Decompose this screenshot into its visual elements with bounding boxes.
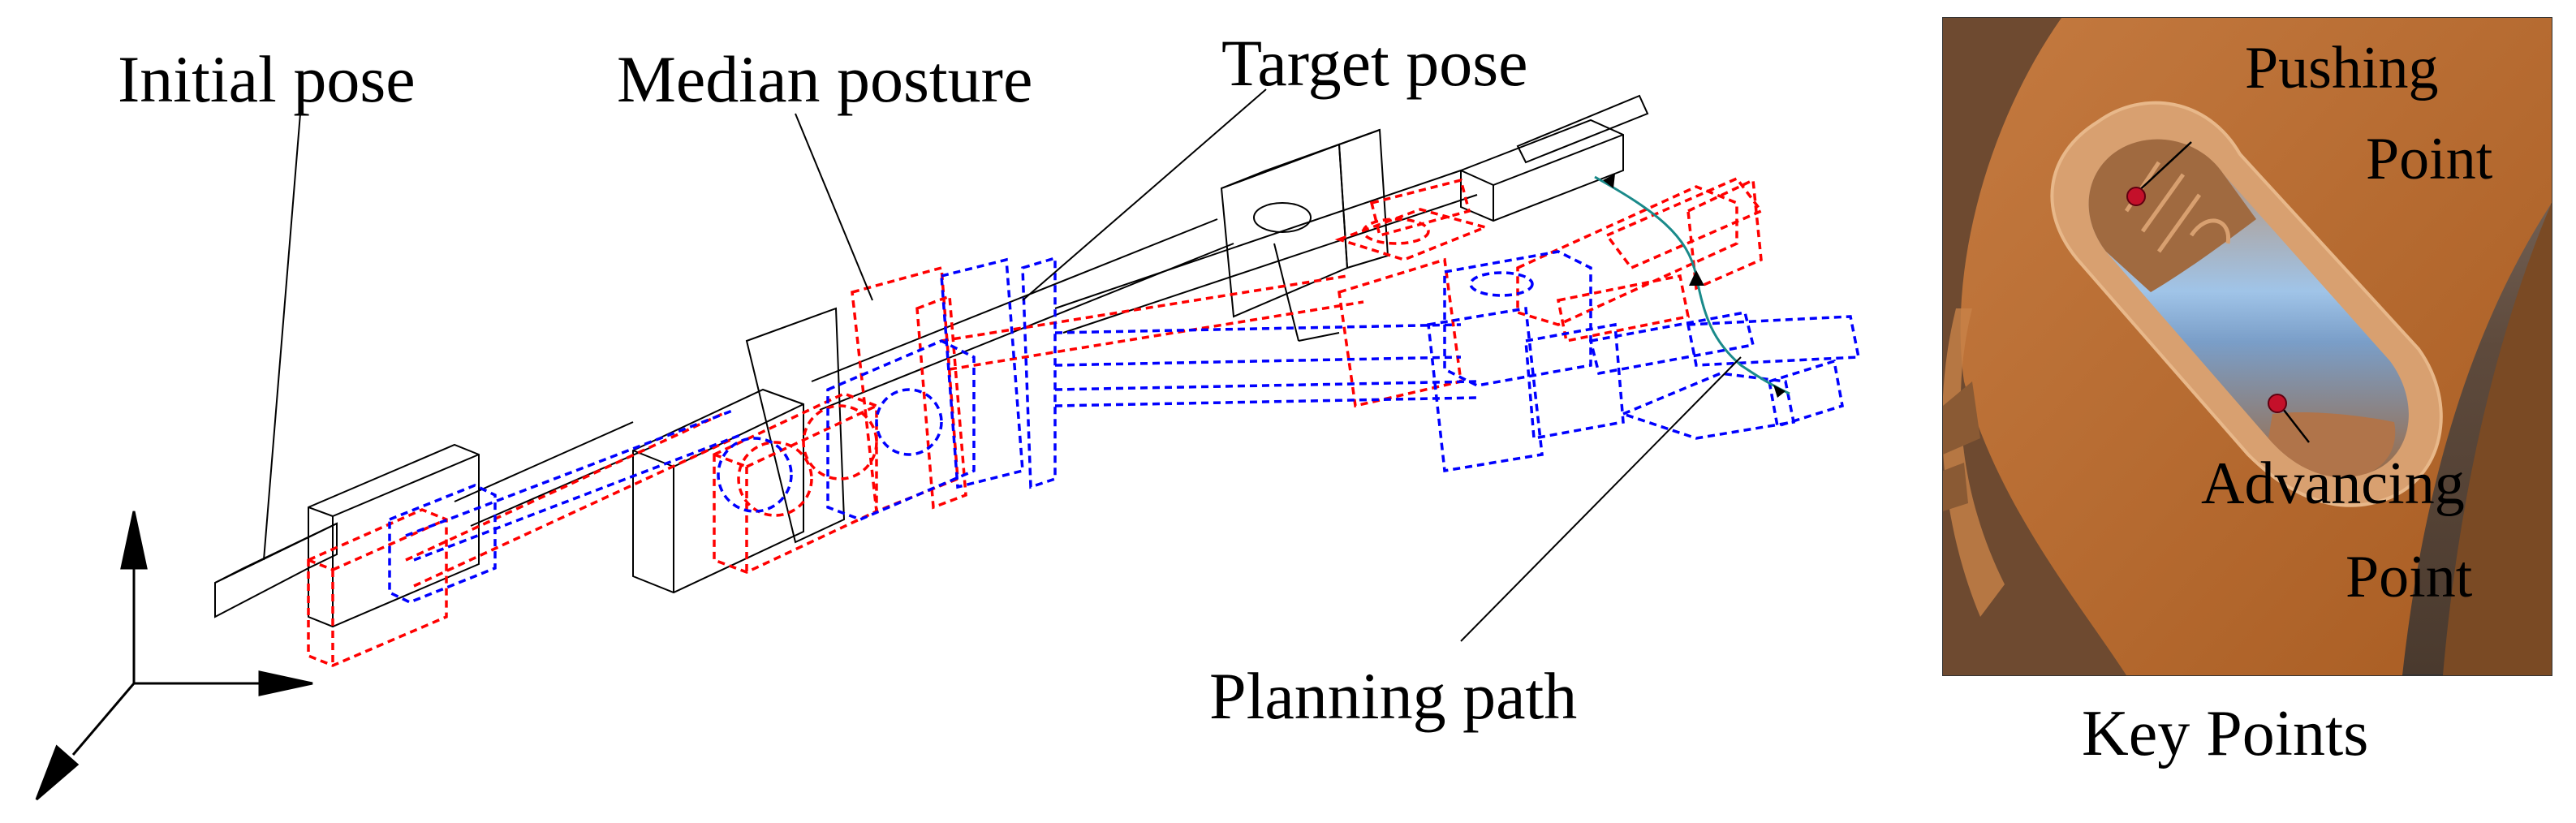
- median-posture-arm: [307, 176, 1764, 667]
- pushing-leader: [2134, 141, 2192, 196]
- planning-path: [1594, 174, 1790, 398]
- pushing-label-line2: Point: [2366, 126, 2493, 192]
- target-pose-arm: [388, 250, 1861, 604]
- leader-lines: [263, 88, 1742, 642]
- target-pose-label: Target pose: [1221, 26, 1528, 100]
- pushing-label-line1: Pushing: [2245, 35, 2439, 101]
- advancing-leader: [2280, 405, 2310, 443]
- pushing-point-marker: [2126, 187, 2146, 206]
- robot-diagram: Initial pose Median posture Target pose …: [35, 26, 1861, 801]
- advancing-label-line2: Point: [2346, 544, 2473, 610]
- advancing-point-marker: [2268, 394, 2287, 413]
- median-posture-label: Median posture: [617, 42, 1032, 116]
- advancing-label-line1: Advancing: [2201, 450, 2465, 517]
- initial-pose-label: Initial pose: [118, 42, 416, 116]
- key-points-panel: Pushing Point Advancing Point Key Points: [1942, 17, 2552, 769]
- key-points-caption: Key Points: [2082, 698, 2368, 769]
- coordinate-axes: [35, 511, 313, 801]
- planning-path-label: Planning path: [1209, 659, 1577, 733]
